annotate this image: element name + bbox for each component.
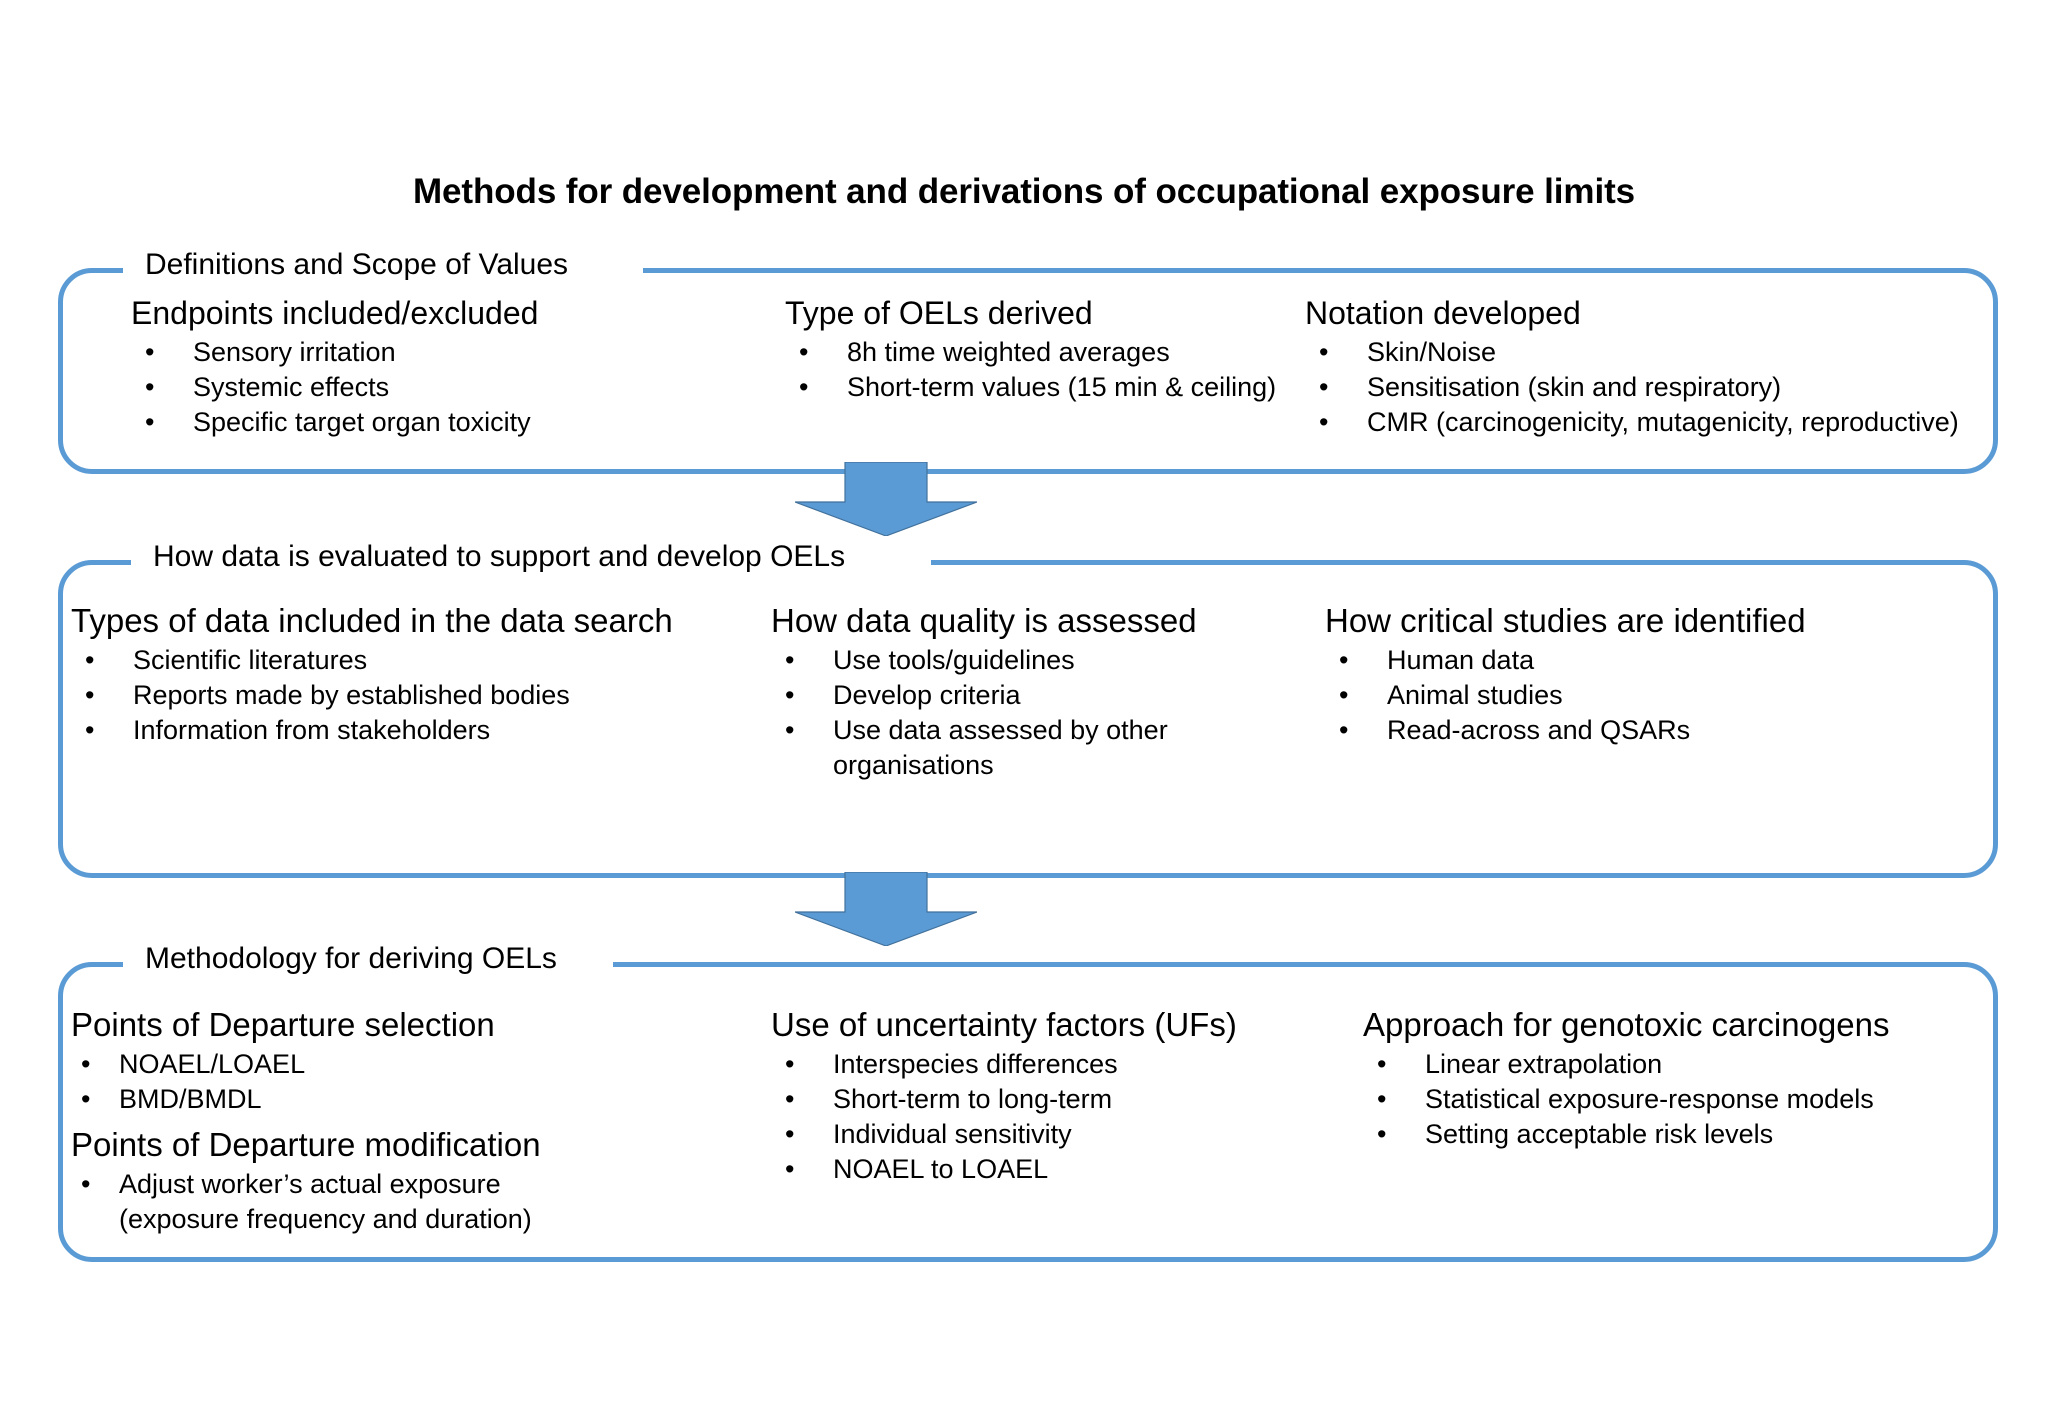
section-label-gap-mask xyxy=(131,556,931,570)
column-notation-developed: Notation developed Skin/Noise Sensitisat… xyxy=(1305,293,1959,440)
list-item: Reports made by established bodies xyxy=(71,678,673,713)
list-item: Use tools/guidelines xyxy=(771,643,1197,678)
bullet-list: Interspecies differences Short-term to l… xyxy=(771,1047,1237,1187)
list-item: Setting acceptable risk levels xyxy=(1363,1117,1890,1152)
column-genotoxic-carcinogens: Approach for genotoxic carcinogens Linea… xyxy=(1363,1005,1890,1152)
page-title: Methods for development and derivations … xyxy=(413,172,1635,211)
list-item: Read-across and QSARs xyxy=(1325,713,1806,748)
list-item: Sensory irritation xyxy=(131,335,538,370)
section-label-gap-mask xyxy=(123,958,613,972)
section-1-columns: Endpoints included/excluded Sensory irri… xyxy=(63,273,1993,469)
list-item: Short-term to long-term xyxy=(771,1082,1237,1117)
list-item: Human data xyxy=(1325,643,1806,678)
column-heading: How critical studies are identified xyxy=(1325,602,1806,639)
column-heading: Type of OELs derived xyxy=(785,295,1093,331)
bullet-list: 8h time weighted averages Short-term val… xyxy=(785,335,1276,405)
bullet-list: Human data Animal studies Read-across an… xyxy=(1325,643,1806,748)
column-heading: Endpoints included/excluded xyxy=(131,295,539,331)
list-item: NOAEL/LOAEL xyxy=(71,1047,541,1082)
section-1-label: Definitions and Scope of Values xyxy=(145,248,569,281)
list-item: Skin/Noise xyxy=(1305,335,1959,370)
column-critical-studies: How critical studies are identified Huma… xyxy=(1325,601,1806,748)
list-item: Interspecies differences xyxy=(771,1047,1237,1082)
column-types-of-data: Types of data included in the data searc… xyxy=(71,601,673,748)
list-item: BMD/BMDL xyxy=(71,1082,541,1117)
list-item: Sensitisation (skin and respiratory) xyxy=(1305,370,1959,405)
column-heading-secondary: Points of Departure modification xyxy=(71,1126,541,1163)
column-uncertainty-factors: Use of uncertainty factors (UFs) Intersp… xyxy=(771,1005,1237,1187)
column-type-of-oels: Type of OELs derived 8h time weighted av… xyxy=(785,293,1276,405)
section-3-label: Methodology for deriving OELs xyxy=(145,942,557,975)
list-item: Use data assessed by other organisations xyxy=(771,713,1197,783)
section-how-data-is-evaluated: How data is evaluated to support and dev… xyxy=(58,540,1998,878)
list-item: Linear extrapolation xyxy=(1363,1047,1890,1082)
list-item: Individual sensitivity xyxy=(771,1117,1237,1152)
section-methodology-for-deriving-oels: Methodology for deriving OELs Points of … xyxy=(58,942,1998,1262)
bullet-list: Sensory irritation Systemic effects Spec… xyxy=(131,335,538,440)
bullet-list: Skin/Noise Sensitisation (skin and respi… xyxy=(1305,335,1959,440)
column-heading: How data quality is assessed xyxy=(771,602,1197,639)
list-item: Adjust worker’s actual exposure (exposur… xyxy=(71,1167,541,1237)
section-definitions-and-scope: Definitions and Scope of Values Endpoint… xyxy=(58,248,1998,474)
column-heading: Notation developed xyxy=(1305,295,1581,331)
list-item: Short-term values (15 min & ceiling) xyxy=(785,370,1276,405)
bullet-list: Use tools/guidelines Develop criteria Us… xyxy=(771,643,1197,783)
list-item: CMR (carcinogenicity, mutagenicity, repr… xyxy=(1305,405,1959,440)
column-data-quality: How data quality is assessed Use tools/g… xyxy=(771,601,1197,783)
column-endpoints: Endpoints included/excluded Sensory irri… xyxy=(131,293,538,440)
column-heading: Use of uncertainty factors (UFs) xyxy=(771,1006,1237,1043)
down-arrow-icon xyxy=(795,462,977,536)
column-heading: Types of data included in the data searc… xyxy=(71,602,673,639)
list-item: Specific target organ toxicity xyxy=(131,405,538,440)
list-item: Animal studies xyxy=(1325,678,1806,713)
list-item: Systemic effects xyxy=(131,370,538,405)
section-3-columns: Points of Departure selection NOAEL/LOAE… xyxy=(63,967,1993,1257)
list-item: Scientific literatures xyxy=(71,643,673,678)
bullet-list: Scientific literatures Reports made by e… xyxy=(71,643,673,748)
column-points-of-departure: Points of Departure selection NOAEL/LOAE… xyxy=(71,1005,541,1237)
list-item: NOAEL to LOAEL xyxy=(771,1152,1237,1187)
list-item: 8h time weighted averages xyxy=(785,335,1276,370)
bullet-list: Linear extrapolation Statistical exposur… xyxy=(1363,1047,1890,1152)
column-heading: Points of Departure selection xyxy=(71,1006,495,1043)
section-2-columns: Types of data included in the data searc… xyxy=(63,565,1993,873)
bullet-list-secondary: Adjust worker’s actual exposure (exposur… xyxy=(71,1167,541,1237)
section-2-label: How data is evaluated to support and dev… xyxy=(153,540,846,573)
list-item: Information from stakeholders xyxy=(71,713,673,748)
bullet-list: NOAEL/LOAEL BMD/BMDL xyxy=(71,1047,541,1117)
section-label-gap-mask xyxy=(123,264,643,278)
list-item: Develop criteria xyxy=(771,678,1197,713)
down-arrow-icon xyxy=(795,872,977,946)
column-heading: Approach for genotoxic carcinogens xyxy=(1363,1006,1890,1043)
list-item: Statistical exposure-response models xyxy=(1363,1082,1890,1117)
